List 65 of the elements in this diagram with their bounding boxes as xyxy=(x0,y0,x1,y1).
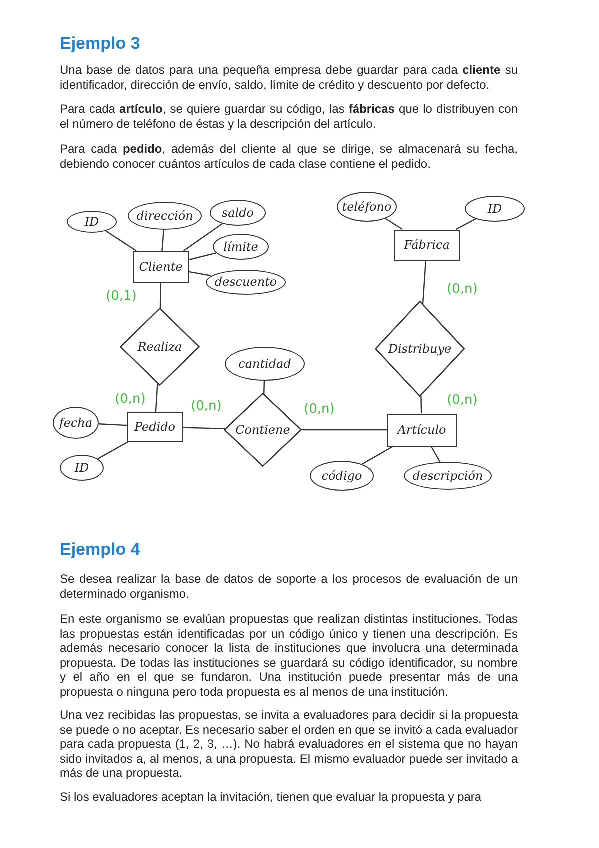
relationship-name: Realiza xyxy=(138,340,182,354)
entity-name: Pedido xyxy=(134,420,176,434)
cardinality-label: (0,n) xyxy=(114,392,147,407)
connector-line xyxy=(160,283,162,308)
section-heading: Ejemplo 4 xyxy=(60,540,140,560)
attribute-ellipse xyxy=(60,455,104,481)
attribute-name: descripción xyxy=(412,469,484,483)
relationship-name: Contiene xyxy=(236,423,290,437)
entity-box xyxy=(394,230,460,260)
connector-line xyxy=(362,446,394,465)
attribute-name: código xyxy=(322,469,362,483)
connector-line xyxy=(385,218,403,230)
connector-line xyxy=(98,441,129,460)
attribute-ellipse xyxy=(53,407,99,439)
attribute-name: ID xyxy=(84,215,100,229)
connector-line xyxy=(422,260,427,304)
paragraph: Se desea realizar la base de datos de soporte a los procesos de evaluación de un determinado organismo. xyxy=(60,572,518,601)
entity-name: Artículo xyxy=(398,423,446,437)
attribute-ellipse xyxy=(213,234,269,260)
attribute-ellipse xyxy=(67,211,117,233)
paragraph: En este organismo se evalúan propuestas que realizan distintas instituciones. Todas las propuestas están identificadas por un código único y tienen una descripción. Es además necesario conocer la lista de instituciones que involucra una determinada propuesta. De todas las instituciones se guardará su código identificador, su nombre y el año en el que se fundaron. Una institución puede presentar más de una propuesta o ninguna pero toda propuesta es al menos de una institución. xyxy=(60,612,518,699)
relationship-name: Distribuye xyxy=(388,342,452,356)
cardinality-label: (0,n) xyxy=(446,282,479,297)
attribute-name: saldo xyxy=(222,206,254,220)
connector-line xyxy=(155,384,158,412)
connector-line xyxy=(188,252,216,261)
attribute-name: ID xyxy=(74,461,90,475)
relationship-diamond xyxy=(120,308,200,386)
connector-line xyxy=(430,446,441,463)
paragraph: Una base de datos para una pequeña empresa debe guardar para cada cliente su identificador, dirección de envío, saldo, límite de crédito y descuento por defecto. xyxy=(60,63,518,92)
connector-line xyxy=(264,380,266,394)
cardinality-label: (0,1) xyxy=(105,289,138,304)
entity-name: Cliente xyxy=(139,260,183,274)
attribute-name: límite xyxy=(224,240,258,254)
attribute-name: ID xyxy=(488,202,502,216)
connector-line xyxy=(188,271,212,276)
attribute-ellipse xyxy=(465,196,525,222)
connector-line xyxy=(302,429,387,431)
attribute-name: fecha xyxy=(59,416,93,430)
connector-line xyxy=(183,223,223,252)
attribute-name: dirección xyxy=(136,209,194,223)
paragraph: Para cada pedido, además del cliente al que se dirige, se almacenará su fecha, debiendo conocer cuántos artículos de cada clase contiene el pedido. xyxy=(60,142,518,171)
attribute-name: cantidad xyxy=(238,357,292,371)
paragraph: Para cada artículo, se quiere guardar su código, las fábricas que lo distribuyen con el número de teléfono de éstas y la descripción del artículo. xyxy=(60,102,518,131)
connector-line xyxy=(420,396,422,414)
connector-line xyxy=(162,230,164,252)
cardinality-label: (0,n) xyxy=(303,402,336,417)
attribute-ellipse xyxy=(210,200,266,226)
entity-box xyxy=(387,414,457,446)
paragraph: Si los evaluadores aceptan la invitación, tienen que evaluar la propuesta y para xyxy=(60,790,483,804)
entity-box xyxy=(127,412,183,442)
cardinality-label: (0,n) xyxy=(446,393,479,408)
connector-line xyxy=(456,218,476,230)
attribute-ellipse xyxy=(206,270,286,294)
cardinality-label: (0,n) xyxy=(190,399,223,414)
paragraph: Una vez recibidas las propuestas, se invita a evaluadores para decidir si la propuesta se puede o no aceptar. Es necesario saber el orden en que se invitó a cada evaluador para cada propuesta (1, 2, 3, …). No habrá evaluadores en el sistema que no hayan sido invitados a, al menos, a una propuesta. El mismo evaluador puede ser invitado a más de una propuesta. xyxy=(60,708,518,780)
entity-name: Fábrica xyxy=(404,238,450,252)
connector-line xyxy=(106,230,137,252)
section-heading: Ejemplo 3 xyxy=(60,34,140,54)
connector-line xyxy=(182,427,226,430)
connector-line xyxy=(98,424,128,426)
attribute-name: teléfono xyxy=(342,200,392,214)
entity-box xyxy=(133,251,189,283)
relationship-diamond xyxy=(224,393,302,467)
attribute-name: descuento xyxy=(214,275,278,289)
